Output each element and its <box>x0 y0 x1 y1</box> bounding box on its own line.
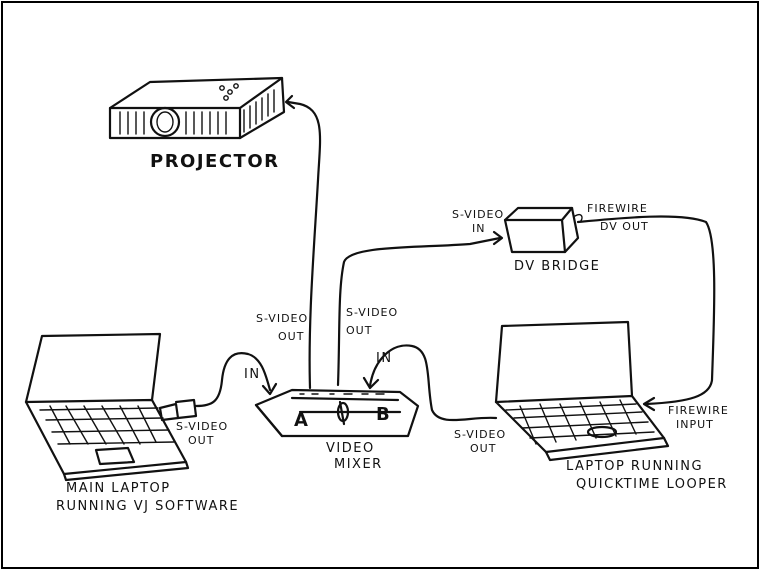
looper-svideo-out-label-2: OUT <box>470 442 496 455</box>
mixer-to-projector-cable <box>286 100 322 390</box>
mixer-b-label: B <box>376 404 391 425</box>
video-mixer <box>254 388 420 438</box>
looper-svideo-out-label-1: S-VIDEO <box>454 428 506 441</box>
projector-label: PROJECTOR <box>150 151 280 172</box>
video-mixer-label-1: VIDEO <box>326 441 375 456</box>
svideo-in-label-1: S-VIDEO <box>452 208 504 221</box>
mixer-a-label: A <box>294 410 309 431</box>
mixer-in-left-label: IN <box>244 367 261 382</box>
firewire-input-label-2: INPUT <box>676 418 714 431</box>
dv-bridge <box>503 206 583 254</box>
looper-laptop-to-mixer-cable <box>368 344 498 422</box>
looper-laptop-label-1: LAPTOP RUNNING <box>566 459 703 474</box>
dv-bridge-label: DV BRIDGE <box>514 259 600 274</box>
main-laptop-to-mixer-cable <box>194 352 272 408</box>
mixer-svideo-out-left-2: OUT <box>278 330 304 343</box>
main-svideo-out-label-1: S-VIDEO <box>176 420 228 433</box>
firewire-dv-out-label-1: FIREWIRE <box>587 202 648 215</box>
main-laptop <box>24 332 198 482</box>
mixer-to-dvbridge-cable <box>336 236 502 387</box>
mixer-svideo-out-right-1: S-VIDEO <box>346 306 398 319</box>
svideo-in-label-2: IN <box>472 222 485 235</box>
main-laptop-label-1: MAIN LAPTOP <box>66 481 171 496</box>
main-svideo-out-label-2: OUT <box>188 434 214 447</box>
projector <box>108 76 286 140</box>
video-mixer-label-2: MIXER <box>334 457 383 472</box>
mixer-svideo-out-right-2: OUT <box>346 324 372 337</box>
looper-laptop <box>494 320 670 462</box>
main-laptop-label-2: RUNNING VJ SOFTWARE <box>56 499 239 514</box>
firewire-dv-out-label-2: DV OUT <box>600 220 649 233</box>
firewire-input-label-1: FIREWIRE <box>668 404 729 417</box>
firewire-cable <box>576 215 716 406</box>
mixer-svideo-out-left-1: S-VIDEO <box>256 312 308 325</box>
looper-laptop-label-2: QUICKTIME LOOPER <box>576 477 728 492</box>
